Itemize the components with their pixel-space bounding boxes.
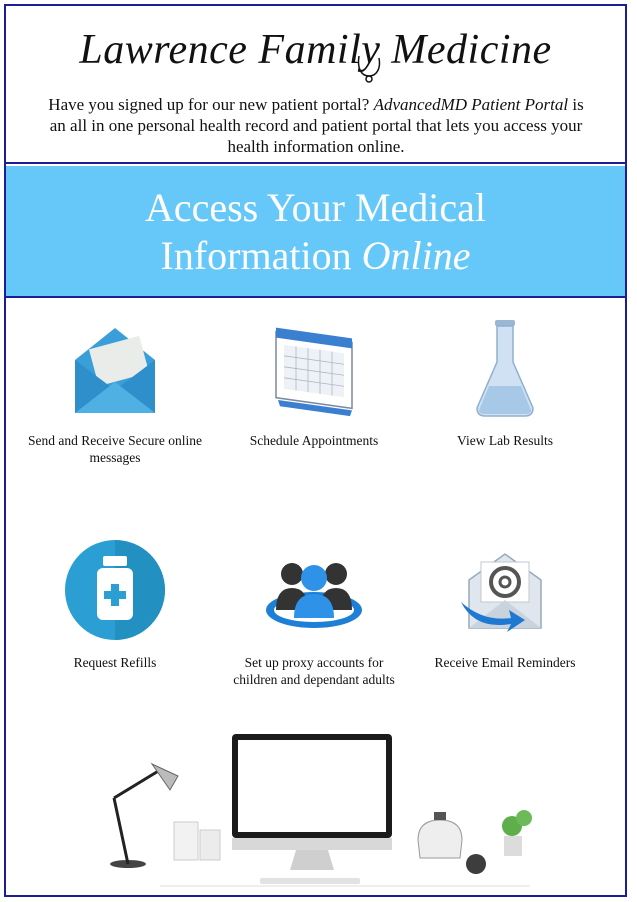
page-border xyxy=(4,4,627,897)
portal-name: AdvancedMD Patient Portal xyxy=(373,95,569,114)
feature-label: Request Refills xyxy=(73,655,157,670)
page-title: Lawrence Family Medicine xyxy=(79,27,552,73)
feature-label: Receive Email Reminders xyxy=(434,655,576,670)
envelope-icon xyxy=(65,318,165,418)
intro-part2: is an all in one personal health record … xyxy=(49,95,584,156)
banner-line2-italic: Online xyxy=(361,233,471,278)
stethoscope-icon xyxy=(357,55,381,83)
computer-monitor-icon xyxy=(232,734,392,884)
intro-text: Have you signed up for our new patient p… xyxy=(46,94,586,157)
people-group-icon xyxy=(264,540,364,640)
banner-line2: Information Online xyxy=(6,232,625,279)
teapot-icon xyxy=(417,812,463,859)
feature-label: Send and Receive Secure online messages xyxy=(28,433,202,465)
desk-lamp-icon xyxy=(110,762,179,868)
feature-label: Set up proxy accounts for children and d… xyxy=(233,655,395,687)
feature-email: Receive Email Reminders xyxy=(415,540,595,671)
banner-line1: Access Your Medical xyxy=(144,185,487,230)
email-at-icon xyxy=(455,540,555,640)
feature-messages: Send and Receive Secure online messages xyxy=(25,318,205,466)
calendar-icon xyxy=(264,318,364,418)
desk-scene-image xyxy=(110,734,532,887)
banner: Access Your Medical Information Online xyxy=(6,166,625,298)
feature-label: View Lab Results xyxy=(457,433,553,448)
banner-line2-plain: Information xyxy=(160,233,362,278)
feature-proxy: Set up proxy accounts for children and d… xyxy=(224,540,404,688)
feature-lab: View Lab Results xyxy=(415,318,595,449)
intro-part1: Have you signed up for our new patient p… xyxy=(48,95,374,114)
feature-refills: Request Refills xyxy=(25,540,205,671)
flask-icon xyxy=(455,318,555,418)
plant-icon xyxy=(502,810,532,856)
feature-label: Schedule Appointments xyxy=(249,433,379,448)
feature-appointments: Schedule Appointments xyxy=(224,318,404,449)
medicine-bottle-icon xyxy=(65,540,165,640)
header: Lawrence Family Medicine Have you signed… xyxy=(6,6,625,164)
